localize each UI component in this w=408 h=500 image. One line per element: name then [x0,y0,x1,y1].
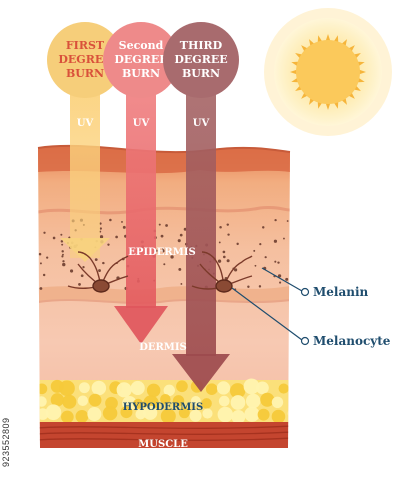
label-muscle: MUSCLE [138,439,188,450]
second-degree-arrow [114,88,168,344]
fat-cells [38,378,290,424]
callout-melanin: Melanin [261,267,369,299]
uv-label-second: UV [133,118,150,129]
uv-label-third: UV [193,118,210,129]
label-hypodermis: HYPODERMIS [123,402,203,413]
burn-badge-first: FIRST DEGREE BURN [47,22,123,98]
burn-third-line1: THIRD [180,39,223,52]
skin-cross-section [37,144,291,449]
uv-label-first: UV [77,118,94,129]
burn-badge-third: THIRD DEGREE BURN [163,22,239,98]
burn-third-line2: DEGREE [174,53,227,66]
label-melanin: Melanin [313,285,369,299]
side-id-text: 923552809 [1,417,11,467]
callout-melanocyte: Melanocyte [231,287,391,348]
burn-second-line1: Second [119,39,164,52]
burn-second-line2: DEGREE [114,53,167,66]
burn-first-line1: FIRST [66,39,105,52]
label-epidermis: EPIDERMIS [128,247,195,258]
melanocyte-right [191,251,253,293]
melanocyte-left [67,251,129,293]
burn-third-line3: BURN [182,67,220,80]
first-degree-arrow [60,88,110,262]
burn-badge-second: Second DEGREE BURN [103,22,179,98]
third-degree-arrow [172,88,230,392]
label-dermis: DERMIS [139,342,187,353]
label-melanocyte: Melanocyte [313,334,391,348]
burn-first-line3: BURN [66,67,104,80]
sun-icon [264,8,392,136]
burn-second-line3: BURN [122,67,160,80]
burn-first-line2: DEGREE [58,53,111,66]
